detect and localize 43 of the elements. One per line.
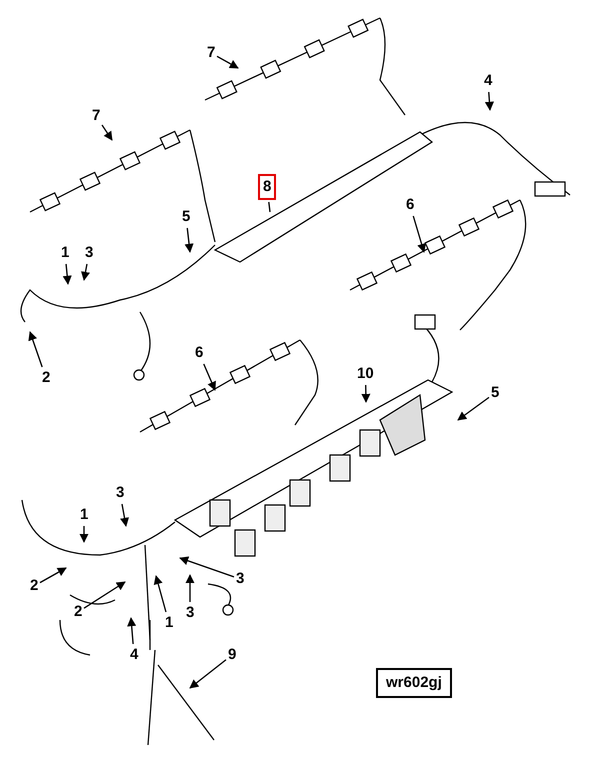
leader-line <box>62 264 72 285</box>
callout-number: 3 <box>186 604 194 622</box>
leader-line <box>184 228 194 253</box>
callout-number: 8 <box>258 174 276 200</box>
callout-number: 6 <box>406 196 414 214</box>
callout-number: 3 <box>85 244 94 262</box>
leader-line <box>84 581 126 609</box>
reference-code: wr602gj <box>376 668 452 698</box>
callout-number: 6 <box>195 344 204 362</box>
callout-number: 1 <box>61 244 70 262</box>
leader-line <box>268 202 271 212</box>
leader-line <box>361 384 370 403</box>
callout-number: 7 <box>92 107 100 125</box>
leader-line <box>40 567 67 584</box>
callout-number: 10 <box>357 365 374 383</box>
callout-number: 2 <box>42 369 50 387</box>
callout-number: 1 <box>80 506 88 524</box>
leader-line <box>81 264 90 281</box>
leader-line <box>127 617 136 644</box>
leader-line <box>484 92 494 111</box>
leader-line <box>120 504 129 527</box>
leader-line <box>154 575 167 612</box>
leader-line <box>79 526 89 543</box>
leader-line <box>457 396 490 421</box>
callout-number: 2 <box>74 603 82 621</box>
leader-line <box>203 364 216 391</box>
callout-number: 5 <box>182 208 190 226</box>
callout-number: 4 <box>484 72 492 90</box>
leader-line <box>28 331 43 368</box>
callout-number: 9 <box>228 646 236 664</box>
callout-number: 4 <box>130 646 138 664</box>
leader-line <box>179 556 234 578</box>
leader-line <box>189 659 226 689</box>
callout-number: 2 <box>30 577 38 595</box>
callout-number: 7 <box>207 44 216 62</box>
leader-line <box>412 216 426 253</box>
leader-line <box>216 56 239 69</box>
callout-number: 1 <box>165 614 174 632</box>
callout-number: 3 <box>116 484 124 502</box>
leader-line <box>185 574 195 602</box>
callout-number: 5 <box>491 384 500 402</box>
callout-number: 3 <box>236 570 244 588</box>
leader-line <box>101 124 113 141</box>
